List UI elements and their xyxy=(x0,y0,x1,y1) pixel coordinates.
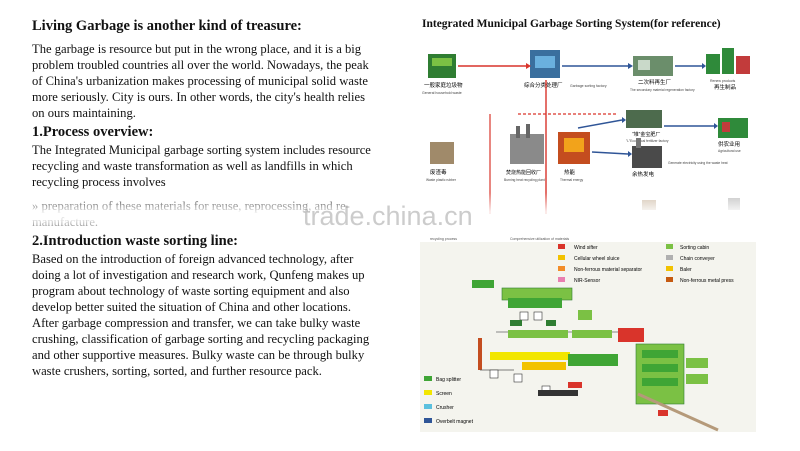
diagram-panel: 一般家庭垃圾物 General household waste 综合分类处理厂 … xyxy=(418,14,758,434)
legend-item: Overbelt magnet xyxy=(436,419,474,425)
secondary-label-cn: 二次料再生厂 xyxy=(638,78,672,86)
legend-item: Non-ferrous material separator xyxy=(574,267,642,273)
agri-label-cn: 供农业用 xyxy=(718,140,740,148)
legend-item: Baler xyxy=(680,267,692,273)
section1-paragraph-cont: » preparation of these materials for reu… xyxy=(32,199,350,229)
legend-item: Screen xyxy=(436,391,452,397)
plant-layout-drawing xyxy=(472,280,719,432)
power-label-cn: 余热发电 xyxy=(632,170,655,178)
flow-arrow-power xyxy=(591,151,629,155)
heat-label-en: Thermal energy xyxy=(560,178,583,182)
legend-item: Bag splitter xyxy=(436,377,461,383)
legend-item: Crusher xyxy=(436,405,454,411)
fertilizer-factory-image xyxy=(626,110,662,128)
faded-image-1 xyxy=(642,200,656,210)
legend-item: Cellular wheel sluice xyxy=(574,256,620,262)
household-label-en: General household waste xyxy=(422,91,462,95)
sorting-label-en: Garbage sorting factory xyxy=(570,84,607,88)
fertilizer-label-en: "L"Ecological fertilizer factory xyxy=(626,139,669,143)
section2-paragraph: Based on the introduction of foreign adv… xyxy=(32,252,370,378)
sorting-system-diagram: 一般家庭垃圾物 General household waste 综合分类处理厂 … xyxy=(418,30,758,432)
article-column: Living Garbage is another kind of treasu… xyxy=(32,18,372,379)
burning-plant-image xyxy=(510,134,544,164)
bottom-label-mid: Comprehensive utilization of materials xyxy=(510,237,569,241)
faded-image-2 xyxy=(728,198,740,210)
agri-label-en: Agricultural use xyxy=(718,149,741,153)
article-title: Living Garbage is another kind of treasu… xyxy=(32,18,302,34)
legend-top-left: Wind sifter Cellular wheel sluice Non-fe… xyxy=(558,244,642,284)
reuse-label-en: Renew products xyxy=(710,79,736,83)
burning-label-en: Burning heat recycling plant xyxy=(504,178,545,182)
legend-item: NIR-Sensor xyxy=(574,278,600,284)
legend-item: Chain conveyer xyxy=(680,256,715,262)
burning-label-cn: 焚烧热能回收厂 xyxy=(506,169,541,176)
reuse-label-cn: 再生制品 xyxy=(714,83,737,91)
section1-paragraph: The Integrated Municipal garbage sorting… xyxy=(32,143,371,189)
heat-label-cn: 热能 xyxy=(564,168,576,176)
legend-item: Sorting cabin xyxy=(680,245,709,251)
residue-label-en: Waste plastic rubber xyxy=(426,178,457,182)
section2-heading: 2.Introduction waste sorting line: xyxy=(32,233,238,249)
renew-products-image xyxy=(706,54,720,74)
legend-item: Wind sifter xyxy=(574,245,598,251)
sorting-label-cn: 综合分类处理厂 xyxy=(524,81,563,89)
household-label-cn: 一般家庭垃圾物 xyxy=(424,81,463,89)
section1-heading: 1.Process overview: xyxy=(32,124,154,140)
fertilizer-label-cn: “堆”金宝肥厂 xyxy=(632,131,660,138)
diagram-title: Integrated Municipal Garbage Sorting Sys… xyxy=(422,18,721,30)
legend-item: Non-ferrous metal press xyxy=(680,278,734,284)
residue-label-cn: 废渣毒 xyxy=(430,168,447,176)
secondary-label-en: The secondary material regeneration fact… xyxy=(630,88,695,92)
power-label-en: Generate electricity using the waste hea… xyxy=(668,161,728,165)
intro-paragraph: The garbage is resource but put in the w… xyxy=(32,42,369,120)
bottom-label-left: recycling process xyxy=(430,237,457,241)
residue-image xyxy=(430,142,454,164)
flow-arrow-fertilizer xyxy=(577,119,623,129)
legend-bottom: Bag splitter Screen Crusher Overbelt mag… xyxy=(424,376,474,425)
power-plant-image xyxy=(632,146,662,168)
legend-top-right: Sorting cabin Chain conveyer Baler Non-f… xyxy=(666,244,734,284)
